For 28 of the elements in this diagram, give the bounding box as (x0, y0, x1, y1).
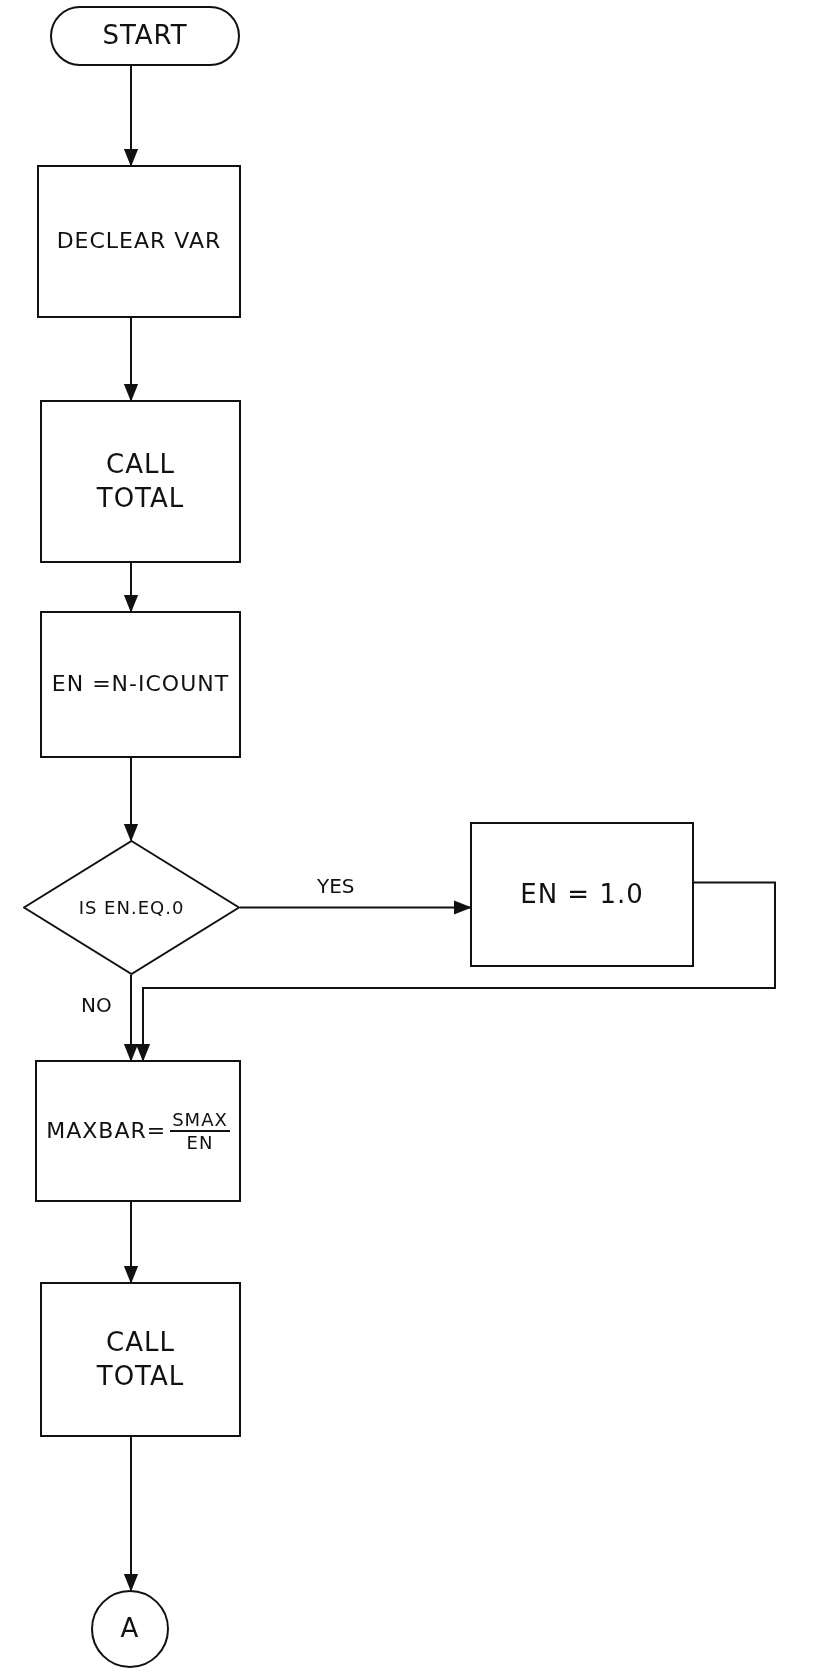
node-text: START (102, 19, 188, 53)
node-text: A (120, 1612, 140, 1646)
process-box (40, 611, 241, 758)
node-text: CALL TOTAL (95, 1325, 186, 1393)
arrow (123, 562, 139, 613)
arrow (123, 757, 139, 842)
arrow (123, 317, 139, 402)
node-text: EN = 1.0 (520, 877, 644, 911)
node-text: CALL TOTAL (95, 447, 186, 515)
node-text: MAXBAR= (46, 1116, 167, 1145)
decision-diamond (23, 840, 240, 975)
arrow (123, 974, 139, 1062)
arrow (123, 1201, 139, 1284)
process-box (40, 400, 241, 563)
arrow (239, 900, 472, 915)
arrow (123, 1436, 139, 1592)
process-box (35, 1060, 241, 1202)
connector-circle (91, 1590, 169, 1668)
fraction: SMAX EN (170, 1109, 230, 1153)
process-box (470, 822, 694, 967)
process-box (40, 1282, 241, 1437)
node-text: EN =N-ICOUNT (51, 670, 230, 699)
node-text: DECLEAR VAR (56, 227, 222, 256)
terminal-shape (50, 6, 240, 66)
arrow (135, 881, 776, 1062)
arrow (123, 65, 139, 167)
node-text: IS EN.EQ.0 (78, 895, 185, 920)
process-box (37, 165, 241, 318)
